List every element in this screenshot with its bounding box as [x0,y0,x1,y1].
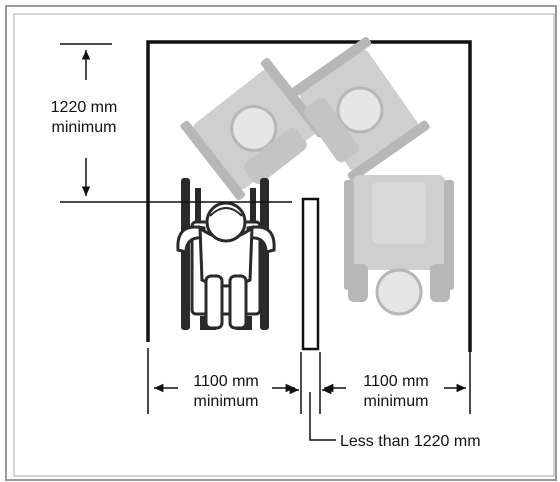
faded-wheelchair-upper-left [180,57,326,201]
faded-wheelchair-lower-right [344,175,454,316]
vertical-dimension-value: 1220 mm [51,99,118,116]
person-head [205,201,247,243]
wheel-left [181,178,190,330]
left-width-value: 1100 mm [193,373,259,390]
vertical-dimension-qualifier: minimum [52,119,117,136]
gap-label: Less than 1220 mm [340,433,481,450]
room-outline [146,40,472,352]
horizontal-dimensions [147,348,471,441]
faded-wheelchair-upper-right [289,36,430,182]
right-width-qualifier: minimum [364,393,429,410]
center-divider [301,197,320,351]
left-width-qualifier: minimum [194,393,259,410]
dark-wheelchair-figure [176,178,276,330]
wheel-right [260,178,269,330]
frame-shadow [5,5,557,481]
faded-wheelchair-sequence [180,36,454,316]
right-width-value: 1100 mm [363,373,429,390]
vertical-dimension [60,43,292,203]
frame-inner [13,13,555,477]
